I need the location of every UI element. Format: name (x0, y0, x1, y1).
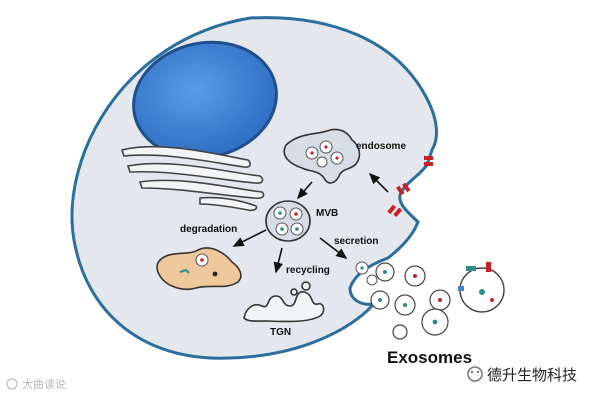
watermark-right-text: 德升生物科技 (487, 366, 577, 384)
exosomes-cluster (370, 262, 505, 340)
label-tgn: TGN (270, 327, 291, 338)
watermark-left: 大曲读说 (6, 377, 66, 391)
arrow-recycling (273, 247, 283, 274)
mvb (265, 200, 311, 242)
label-degradation: degradation (180, 224, 237, 235)
watermark-left-text: 大曲读说 (22, 377, 66, 391)
arrow-uptake (368, 172, 389, 193)
arrow-degradation (232, 229, 267, 247)
receptors (387, 156, 433, 218)
tgn-structure (243, 281, 325, 323)
label-mvb: MVB (316, 208, 338, 219)
secreting-vesicles (355, 261, 378, 286)
label-recycling: recycling (286, 265, 330, 276)
lysosome (156, 247, 242, 291)
label-exosomes: Exosomes (387, 348, 472, 367)
label-secretion: secretion (334, 236, 378, 247)
arrow-endosome-to-mvb (296, 181, 313, 200)
arrow-secretion (319, 237, 348, 259)
watermark-right: 德升生物科技 (467, 366, 577, 384)
label-endosome: endosome (356, 141, 406, 152)
golgi-stacks (120, 145, 265, 212)
endosome (283, 128, 361, 184)
